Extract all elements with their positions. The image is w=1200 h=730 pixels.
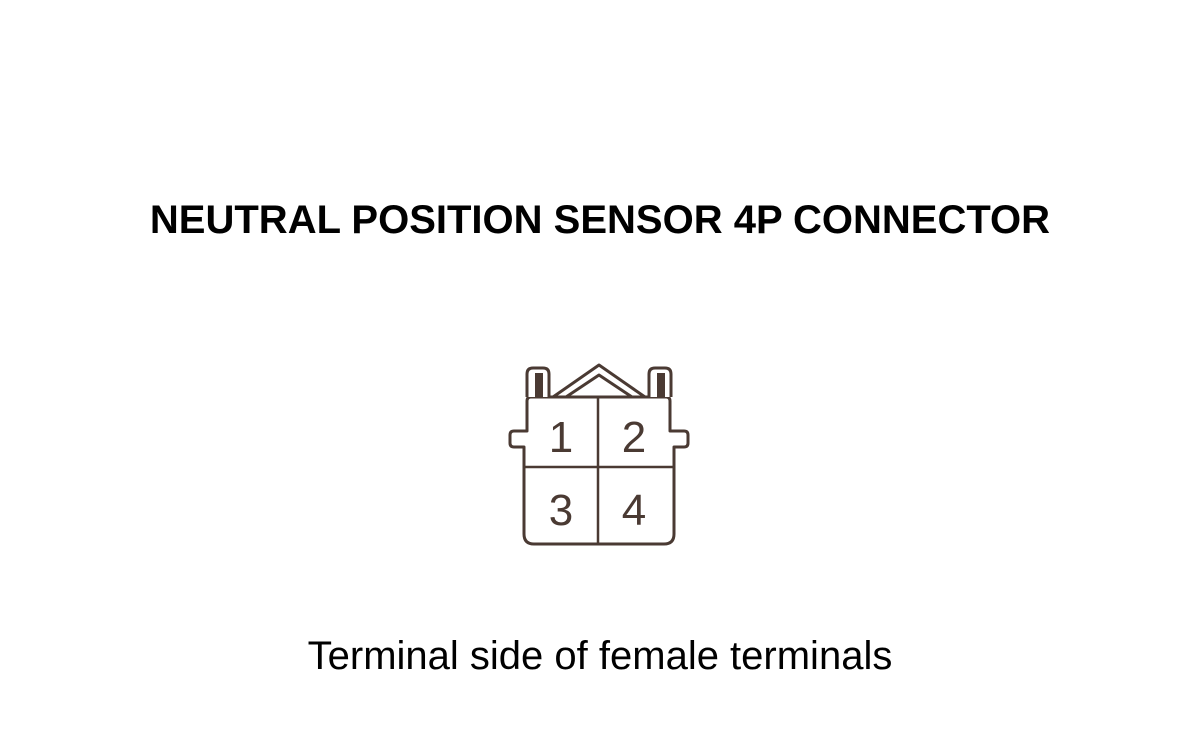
pin-2-label: 2 — [622, 413, 646, 462]
connector-4p-diagram: 1 2 3 4 — [508, 363, 690, 546]
pin-3-label: 3 — [549, 486, 573, 535]
left-latch-slot — [535, 373, 543, 397]
lock-roof-outer — [552, 363, 646, 399]
diagram-caption: Terminal side of female terminals — [307, 634, 893, 678]
diagram-title: NEUTRAL POSITION SENSOR 4P CONNECTOR — [149, 198, 1051, 242]
pin-4-label: 4 — [622, 486, 646, 535]
pin-1-label: 1 — [549, 413, 573, 462]
lock-roof-inner — [565, 373, 633, 399]
right-latch-slot — [657, 373, 665, 397]
